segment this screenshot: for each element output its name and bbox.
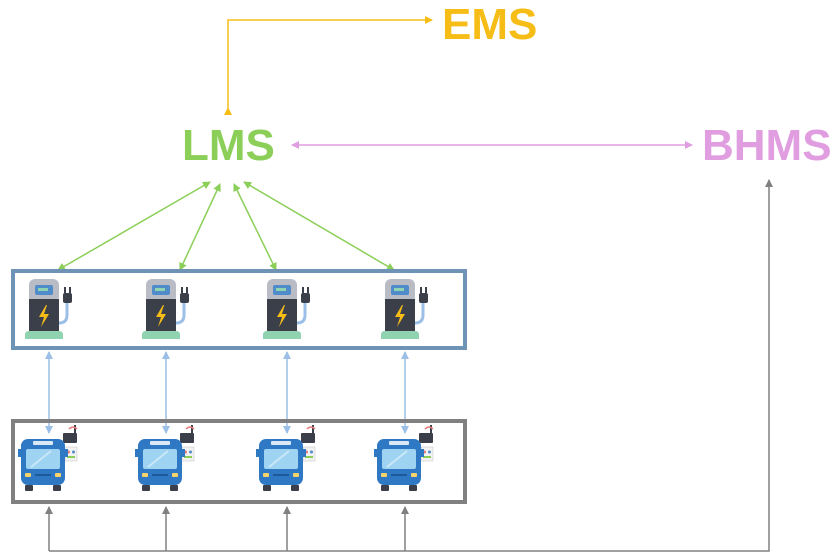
bus-group-box (11, 419, 467, 504)
ev-charger-icon (142, 279, 189, 339)
node-ems: EMS (442, 0, 538, 49)
electric-bus-icon (374, 425, 434, 491)
charger-row (25, 279, 428, 339)
electric-bus-icon (135, 425, 195, 491)
connector-lms-charger-4 (243, 181, 395, 271)
charger-group-box (11, 269, 467, 350)
ev-charger-icon (381, 279, 428, 339)
bus-row (18, 425, 434, 491)
electric-bus-icon (18, 425, 78, 491)
connector-lms-charger-1 (57, 181, 211, 271)
connectors-lms-chargers (57, 181, 395, 271)
ev-charger-icon (263, 279, 310, 339)
ev-charger-icon (25, 279, 72, 339)
electric-bus-icon (256, 425, 316, 491)
node-bhms: BHMS (702, 121, 832, 170)
connector-bus-bhms (49, 179, 773, 552)
node-lms: LMS (182, 121, 275, 170)
connector-lms-charger-2 (179, 183, 221, 271)
connector-lms-ems (224, 16, 433, 115)
connectors-buses-bhms (45, 179, 773, 552)
